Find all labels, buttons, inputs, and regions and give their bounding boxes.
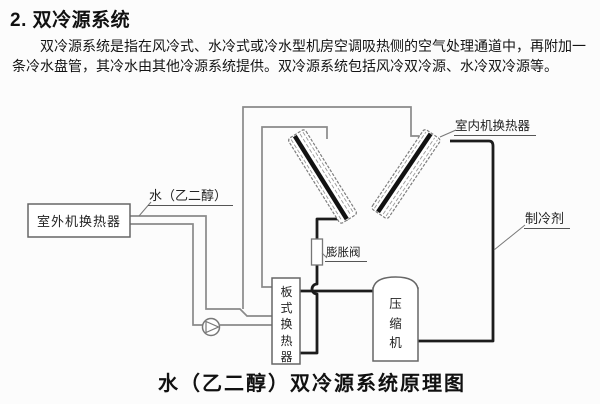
expansion-valve-symbol [310, 238, 324, 266]
body-paragraph: 双冷源系统是指在风冷式、水冷式或冷水型机房空调吸热侧的空气处理通道中，再附加一条… [12, 38, 586, 74]
compressor-label: 压缩机 [389, 297, 402, 350]
outdoor-unit-box [27, 203, 131, 238]
compressor-symbol [372, 276, 419, 362]
indoor-coil-left [288, 129, 357, 224]
refrigerant-pipes [300, 139, 495, 355]
plate-hx-label: 板式换热器 [280, 285, 293, 364]
indoor-coil-right [371, 129, 441, 219]
figure-caption: 水（乙二醇）双冷源系统原理图 [158, 373, 466, 395]
expansion-valve-label: 膨胀阀 [325, 244, 367, 262]
leader-lines [138, 129, 526, 259]
indoor-unit-label: 室内机换热器 [454, 115, 537, 136]
water-glycol-label: 水（乙二醇） [148, 185, 234, 206]
section-title: 2. 双冷源系统 [10, 10, 131, 31]
water-pipes [130, 106, 428, 326]
pump-icon [201, 317, 221, 337]
refrigerant-label: 制冷剂 [524, 208, 571, 229]
outdoor-unit-label: 室外机换热器 [36, 214, 121, 229]
plate-heat-exchanger-box [271, 277, 301, 365]
